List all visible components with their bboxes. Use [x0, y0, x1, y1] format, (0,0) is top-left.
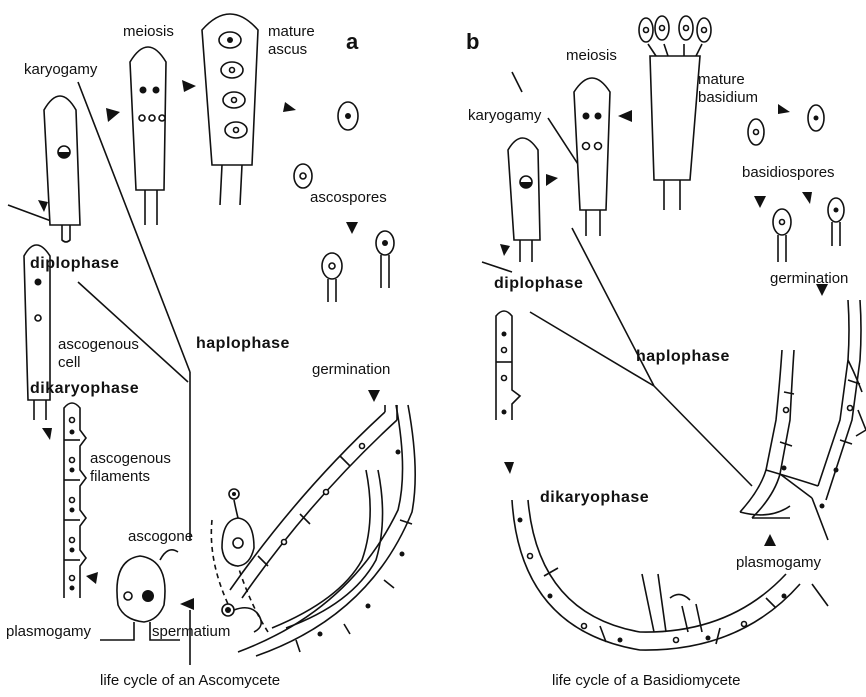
divider-line	[482, 262, 512, 272]
haplophase-label: haplophase	[196, 336, 290, 352]
haploid-hyphae	[740, 300, 866, 540]
diplophase-label-b: diplophase	[494, 276, 583, 292]
arrow	[180, 598, 194, 610]
plasmogamy-label-b: plasmogamy	[736, 555, 821, 571]
basidiospores-label: basidiospores	[742, 165, 835, 181]
germinating-spore	[828, 198, 844, 246]
mature-ascus-label-line1: mature	[268, 24, 315, 40]
mature-ascus	[202, 14, 258, 205]
germination-label-b: germination	[770, 271, 848, 287]
dikaryotic-hypha	[496, 311, 520, 420]
meiosis-label-b: meiosis	[566, 48, 617, 64]
ascospore	[338, 102, 358, 130]
meiosis-label: meiosis	[123, 24, 174, 40]
plasmogamy-label: plasmogamy	[6, 624, 91, 640]
karyogamy-label-b: karyogamy	[468, 108, 541, 124]
arrow	[754, 196, 766, 208]
divider-line	[812, 584, 828, 606]
arrow	[106, 108, 120, 122]
haploid-hyphae	[230, 405, 415, 656]
dikaryophase-label: dikaryophase	[30, 381, 139, 397]
germinating-spore	[322, 253, 342, 302]
arrow	[802, 192, 812, 204]
mature-basidium-label-line1: mature	[698, 72, 745, 88]
arrow	[38, 200, 48, 212]
meiosis-basidium	[574, 78, 610, 236]
panel-label-a: a	[346, 34, 358, 50]
young-ascus	[44, 96, 80, 242]
spermatium-label: spermatium	[152, 624, 230, 640]
arrow	[764, 534, 776, 546]
ascogenous-filaments	[64, 403, 86, 598]
caption-basidiomycete: life cycle of a Basidiomycete	[552, 673, 740, 689]
ascospore	[294, 164, 312, 188]
dikaryotic-mycelium	[512, 500, 800, 650]
germination-label: germination	[312, 362, 390, 378]
arrow	[778, 104, 790, 114]
dikaryophase-label-b: dikaryophase	[540, 490, 649, 506]
karyogamy-label: karyogamy	[24, 62, 97, 78]
germinating-spore	[773, 209, 791, 262]
arrow	[500, 244, 510, 256]
arrow	[86, 572, 98, 584]
arrow	[504, 462, 514, 474]
ascogenous-filaments-label-line2: filaments	[90, 469, 150, 485]
ascogone-label: ascogone	[128, 529, 193, 545]
ascogenous-filaments-label-line1: ascogenous	[90, 451, 171, 467]
diplophase-label: diplophase	[30, 256, 119, 272]
divider-line	[654, 386, 752, 486]
ascogenous-cell-label-line1: ascogenous	[58, 337, 139, 353]
divider-line	[78, 282, 188, 382]
ascogenous-cell-label-line2: cell	[58, 355, 81, 371]
arrow	[368, 390, 380, 402]
arrow	[283, 102, 296, 112]
panel-label-b: b	[466, 34, 479, 50]
caption-ascomycete: life cycle of an Ascomycete	[100, 673, 280, 689]
arrow	[618, 110, 632, 122]
young-basidium	[508, 138, 540, 262]
ascospores-label: ascospores	[310, 190, 387, 206]
mature-ascus-label-line2: ascus	[268, 42, 307, 58]
arrow	[42, 428, 52, 440]
basidiospore	[748, 119, 764, 145]
mature-basidium-label-line2: basidium	[698, 90, 758, 106]
haplophase-label-b: haplophase	[636, 349, 730, 365]
arrow	[546, 174, 558, 186]
meiosis-ascus	[130, 47, 166, 225]
divider-line	[512, 72, 522, 92]
arrow	[182, 80, 196, 92]
mature-basidium	[639, 16, 711, 210]
basidiospore	[808, 105, 824, 131]
germinating-spore	[376, 231, 394, 288]
arrow	[346, 222, 358, 234]
ascogone-structure	[211, 489, 268, 632]
